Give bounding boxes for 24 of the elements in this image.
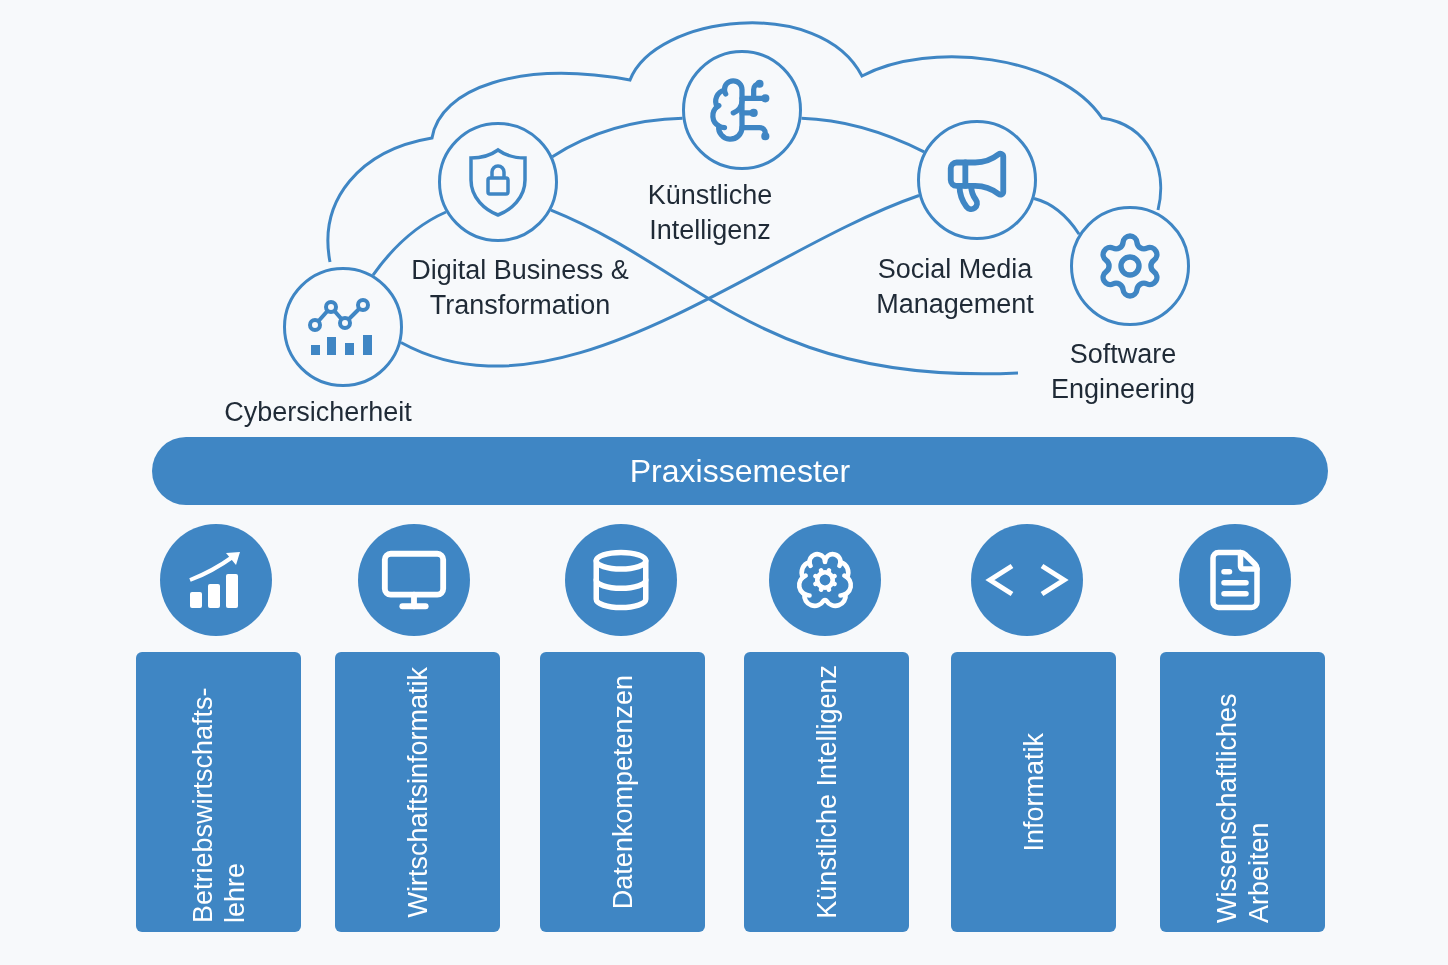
module-column bbox=[136, 652, 301, 932]
connector-curve bbox=[1033, 197, 1081, 236]
module-column bbox=[744, 652, 909, 932]
module-label: Wirtschaftsinformatik bbox=[401, 666, 434, 918]
topic-label: Social Media Management bbox=[875, 253, 1035, 321]
module-column bbox=[335, 652, 500, 932]
topic-label: Cybersicherheit bbox=[223, 396, 413, 429]
module-label: Informatik bbox=[1017, 732, 1050, 852]
module-label: Datenkompetenzen bbox=[606, 674, 639, 910]
topic-label: Software Engineering bbox=[1049, 338, 1197, 406]
module-column bbox=[540, 652, 705, 932]
connector-curve bbox=[400, 194, 920, 368]
connector-curve bbox=[550, 208, 1018, 375]
connector-curve bbox=[551, 116, 683, 158]
module-label: Künstliche Intelligenz bbox=[810, 665, 843, 919]
module-column bbox=[1160, 652, 1325, 932]
topic-label: Künstliche Intelligenz bbox=[646, 179, 774, 247]
module-column bbox=[951, 652, 1116, 932]
module-label: Betriebswirtschafts- lehre bbox=[186, 686, 251, 923]
connector-curve bbox=[801, 116, 925, 154]
module-label: Wissenschaftliches Arbeiten bbox=[1210, 692, 1275, 923]
banner-bar: Praxissemester bbox=[152, 437, 1328, 505]
connector-curve bbox=[371, 210, 447, 276]
topic-label: Digital Business & Transformation bbox=[410, 254, 630, 322]
